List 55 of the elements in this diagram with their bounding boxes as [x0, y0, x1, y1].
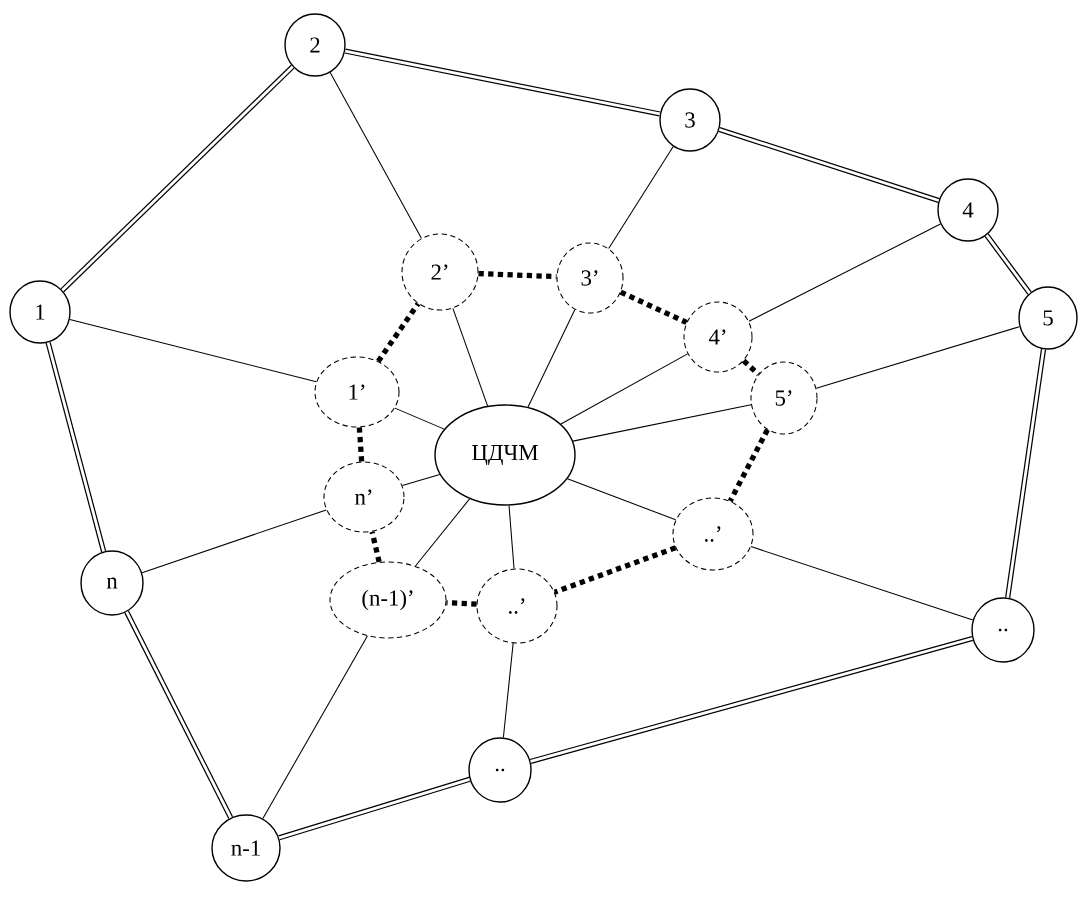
- dashed-ellipse-node: 5’: [750, 361, 818, 435]
- dotted-line: [478, 270, 557, 280]
- circle-node: 4: [937, 178, 999, 242]
- connector-line: [572, 404, 752, 442]
- circle-node: 3: [659, 88, 721, 152]
- dashed-ellipse-node: 1’: [314, 356, 400, 428]
- connector-line: [69, 319, 317, 383]
- connector-line: [566, 478, 677, 521]
- double-line: [1005, 348, 1047, 599]
- circle-node: n-1: [211, 814, 281, 882]
- connector-line: [414, 498, 471, 567]
- double-line: [718, 127, 940, 203]
- circle-node: ..: [468, 737, 532, 803]
- ellipse-node: ЦДЧМ: [434, 404, 576, 506]
- circle-node: ..: [971, 597, 1035, 663]
- dotted-line: [446, 600, 477, 607]
- connector-line: [394, 407, 445, 430]
- double-line: [124, 610, 234, 819]
- dashed-ellipse-node: ..’: [476, 568, 558, 644]
- dotted-line: [553, 545, 677, 595]
- double-line: [45, 341, 107, 553]
- double-line: [60, 64, 295, 293]
- dotted-line: [741, 358, 761, 377]
- connector-line: [401, 473, 441, 487]
- dotted-line: [369, 531, 382, 563]
- double-line: [344, 48, 661, 117]
- dashed-ellipse-node: 3’: [556, 242, 624, 314]
- connector-line: [502, 642, 514, 738]
- double-line: [984, 233, 1032, 295]
- dotted-line: [727, 428, 770, 503]
- connector-line: [527, 309, 576, 408]
- circle-node: 5: [1018, 286, 1078, 350]
- dashed-ellipse-node: ..’: [672, 497, 754, 571]
- connector-line: [508, 505, 515, 570]
- double-line: [529, 636, 974, 764]
- circle-node: n: [80, 550, 144, 616]
- circle-node: 1: [9, 280, 71, 344]
- connector-line: [262, 635, 368, 820]
- dashed-ellipse-node: n’: [323, 461, 405, 533]
- connector-line: [452, 307, 489, 407]
- dashed-ellipse-node: 4’: [683, 301, 753, 373]
- dashed-ellipse-node: 2’: [401, 233, 479, 311]
- double-line: [278, 776, 471, 841]
- connector-line: [750, 546, 974, 621]
- connector-line: [815, 326, 1020, 389]
- dotted-line: [619, 289, 688, 325]
- circle-node: 2: [284, 13, 346, 77]
- dashed-ellipse-node: (n-1)’: [329, 561, 447, 639]
- connector-line: [141, 509, 327, 574]
- dotted-line: [356, 427, 365, 462]
- connector-line: [329, 72, 422, 239]
- connector-line: [608, 146, 674, 249]
- connector-line: [560, 353, 689, 425]
- dotted-line: [376, 302, 421, 363]
- connector-line: [748, 223, 941, 322]
